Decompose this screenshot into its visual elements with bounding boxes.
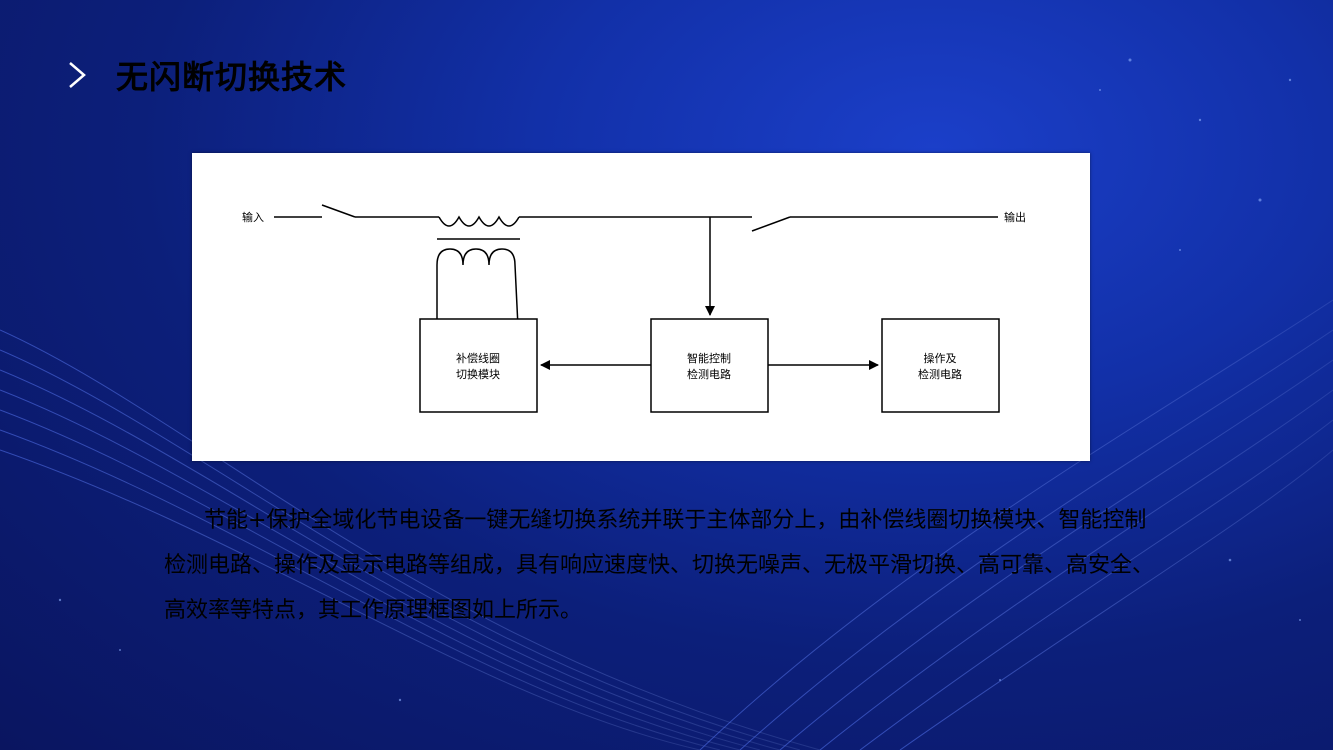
chevron-right-icon [69, 62, 86, 88]
box-compensation-line2: 切换模块 [456, 367, 500, 381]
transformer-secondary [436, 248, 519, 328]
box-operation [881, 318, 1000, 413]
description-text: 节能+保护全域化节电设备一键无缝切换系统并联于主体部分上，由补偿线圈切换模块、智… [164, 508, 1155, 623]
box-operation-line2: 检测电路 [918, 367, 962, 381]
box-operation-line1: 操作及 [924, 351, 957, 365]
output-label: 输出 [1004, 210, 1026, 224]
description-paragraph: 节能+保护全域化节电设备一键无缝切换系统并联于主体部分上，由补偿线圈切换模块、智… [164, 498, 1164, 633]
output-switch [751, 216, 791, 232]
transformer-primary [438, 215, 520, 227]
block-diagram: 输入 输出 补偿线圈 切换模块 智能控制 检测电路 操作及 检测电路 [192, 153, 1090, 461]
box-compensation [419, 318, 538, 413]
box-control [650, 318, 769, 413]
slide-header: 无闪断切换技术 [60, 50, 347, 100]
box-control-line2: 检测电路 [687, 367, 731, 381]
box-compensation-line1: 补偿线圈 [456, 351, 500, 365]
box-control-line1: 智能控制 [687, 351, 731, 365]
input-switch [321, 204, 356, 218]
input-label: 输入 [242, 210, 264, 224]
page-title: 无闪断切换技术 [116, 58, 348, 96]
